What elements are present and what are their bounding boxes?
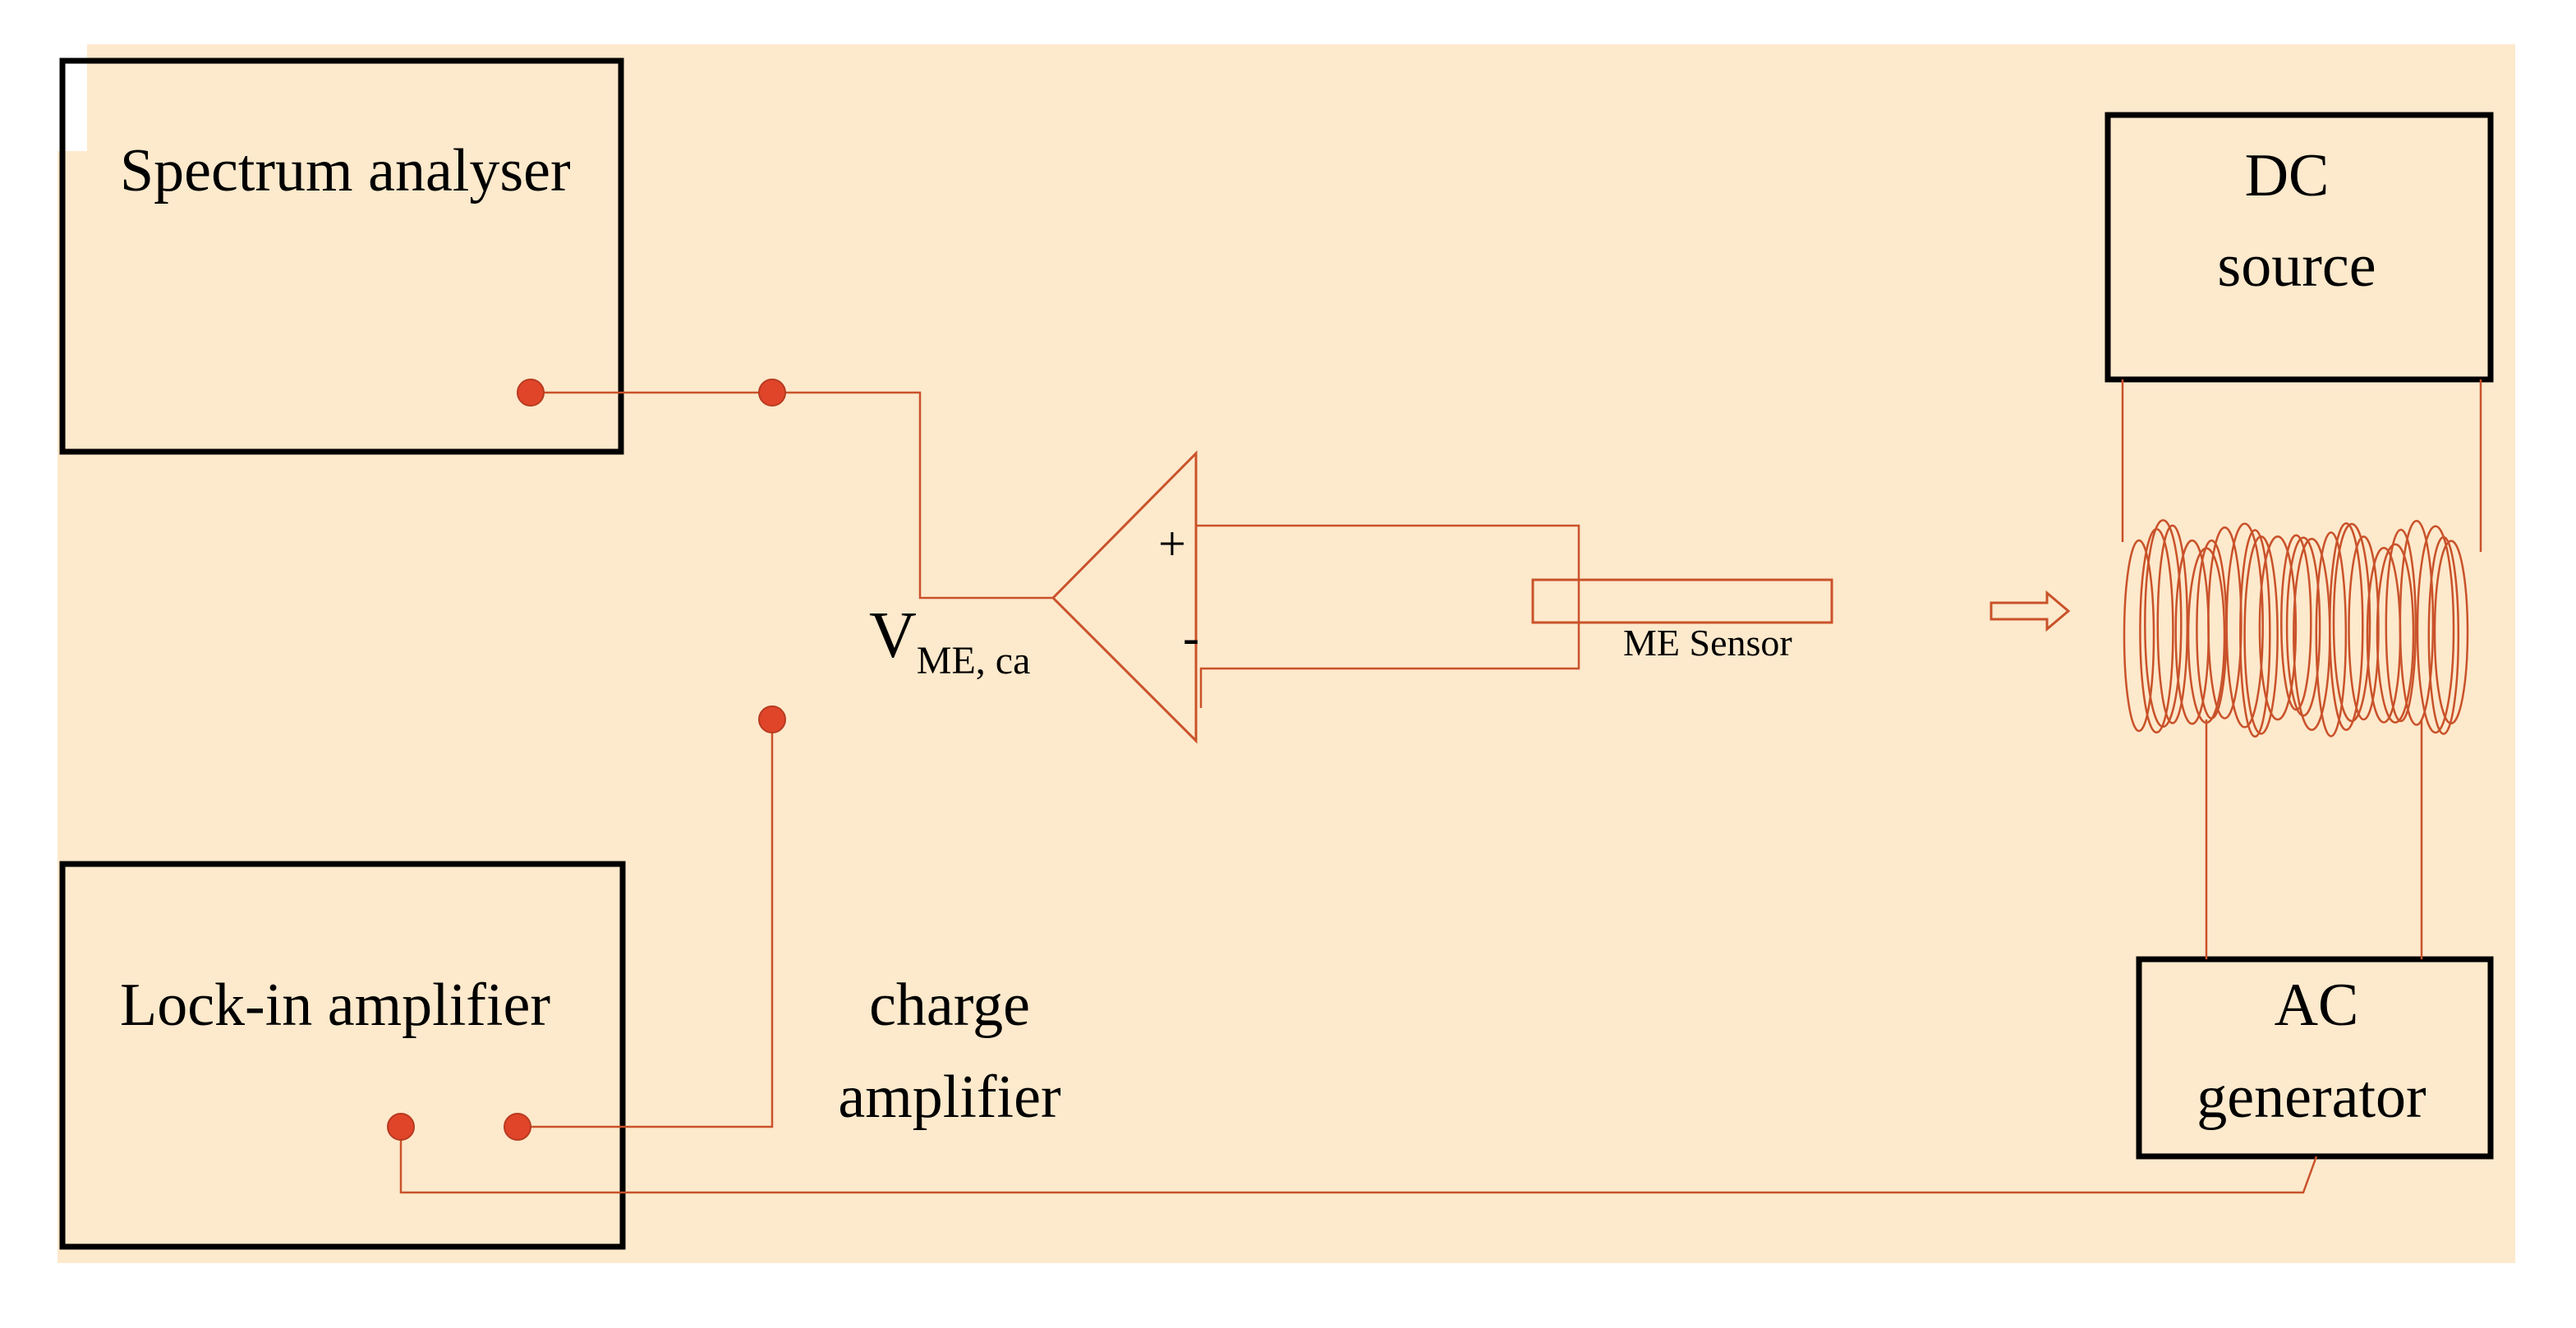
right-arrow-icon [1990,590,2071,632]
wire-reference-to-ac [399,1127,2318,1194]
coil-loop [2285,536,2321,717]
dc-source-box: DC source [2104,112,2494,383]
voltage-symbol: V [869,600,917,672]
spectrum-analyser-box: Spectrum analyser [59,57,624,455]
opamp-plus-sign: + [1158,517,1186,571]
svg-text:VME, ca: VME, ca [869,600,1030,682]
terminal-dot-icon [504,1113,531,1141]
coil-loop [2332,522,2371,723]
coil-loop [2348,535,2380,721]
coil-loop [2243,535,2279,735]
terminal-dot-icon [387,1113,415,1141]
coil-loop [2376,543,2415,724]
coil-loop [2280,534,2312,711]
voltage-subscript: ME, ca [917,639,1031,682]
coil-loop [2258,535,2298,721]
coil-loop [2315,531,2348,738]
output-voltage-label: VME, ca [869,600,1030,682]
ac-generator-label-line1: AC [2275,972,2359,1039]
terminals [387,379,786,1141]
coil-loop [2156,524,2189,724]
dc-source-label-line2: source [2217,232,2376,300]
coil-loop [2385,528,2417,723]
charge-amplifier-caption-line2: amplifier [838,1064,1060,1131]
coil-loop [2329,522,2364,731]
coil-loop [2399,520,2435,726]
coil-loop [2433,540,2469,725]
terminal-dot-icon [758,379,786,407]
coil-loop [2416,525,2455,734]
coil-loop [2123,539,2155,733]
wire-plus-input [1196,524,1580,708]
wire-lockin-to-switch [518,719,774,1128]
coil-loop [2239,529,2271,738]
opamp-minus-sign: - [1183,610,1199,664]
coil-icon [2123,519,2469,738]
terminal-dot-icon [517,379,545,407]
lock-in-amplifier-box: Lock-in amplifier [59,861,626,1250]
wiring [399,379,2482,1194]
me-sensor-body [1531,578,1833,624]
ac-generator-label-line2: generator [2196,1064,2426,1131]
spectrum-analyser-label: Spectrum analyser [120,137,571,204]
coil-loop [2225,522,2264,728]
dc-source-label-line1: DC [2245,142,2330,209]
ac-generator-box: AC generator [2136,956,2494,1160]
coil-loop [2144,519,2183,728]
me-sensor-label: ME Sensor [1623,622,1792,664]
lock-in-amplifier-label: Lock-in amplifier [120,972,550,1039]
charge-amplifier-caption-line1: charge [869,972,1030,1039]
terminal-dot-icon [758,705,786,733]
wire-spectrum-to-amp [531,391,1053,600]
opamp-triangle-icon: + - [1051,450,1199,744]
coil-loop [2427,535,2460,735]
me-sensor: ME Sensor [1531,578,1833,664]
